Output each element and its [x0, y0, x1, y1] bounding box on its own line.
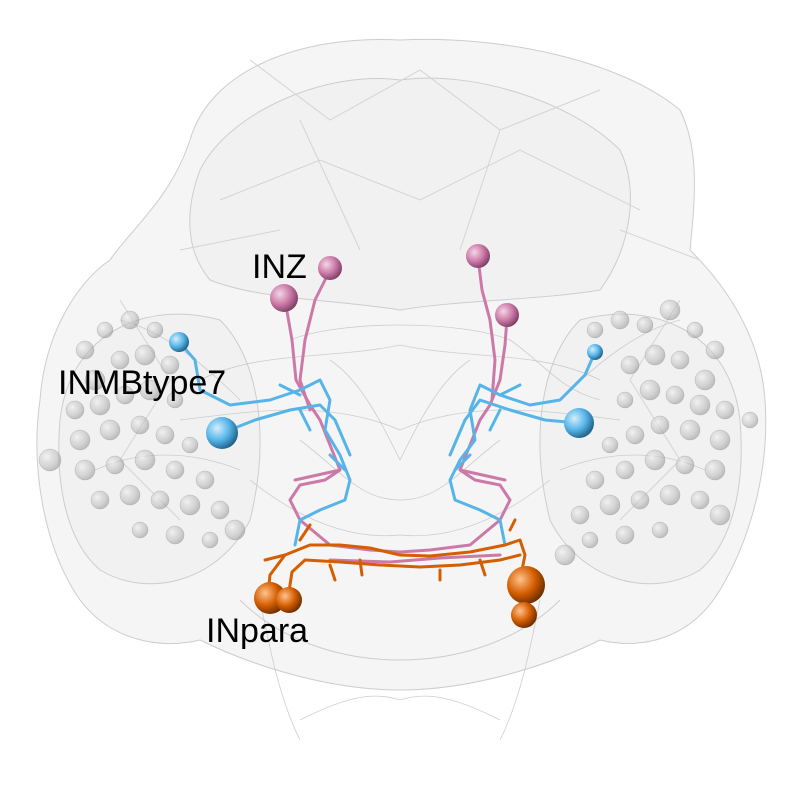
brain-mesh — [36, 38, 767, 691]
inz-soma — [495, 303, 519, 327]
inz-soma — [318, 256, 342, 280]
inmbtype7-soma — [206, 417, 238, 449]
inz-soma — [270, 284, 298, 312]
inmbtype7-somata — [169, 332, 603, 449]
inpara-soma — [276, 587, 302, 613]
inpara-soma — [507, 566, 545, 604]
inpara-soma — [511, 602, 537, 628]
inz-label: INZ — [252, 248, 307, 286]
inmbtype7-label: INMBtype7 — [58, 364, 227, 402]
grey-soma-cluster-right — [554, 299, 759, 566]
inmbtype7-soma — [564, 408, 594, 438]
inz-soma — [466, 244, 490, 268]
grey-soma-cluster-left — [38, 310, 246, 549]
inmbtype7-soma — [587, 344, 603, 360]
inmbtype7-neurites — [178, 341, 597, 547]
inpara-label: INpara — [206, 612, 309, 650]
inmbtype7-soma — [169, 332, 189, 352]
inpara-neurites — [263, 518, 527, 600]
inz-somata — [270, 244, 519, 327]
inpara-somata — [254, 566, 545, 628]
